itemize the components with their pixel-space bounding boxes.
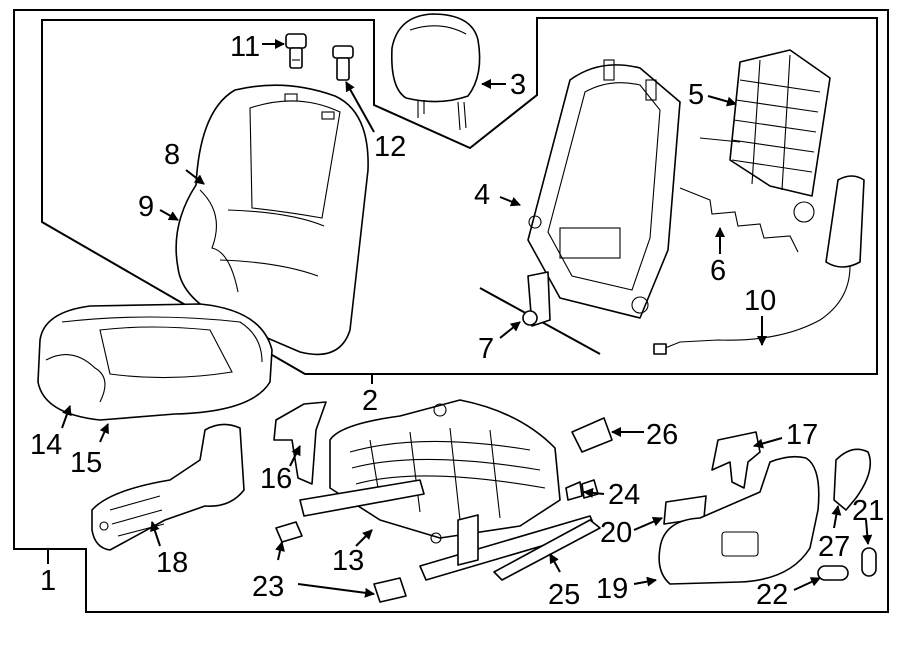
callout-17: 17 bbox=[786, 419, 818, 451]
callout-6: 6 bbox=[710, 255, 726, 287]
hinge-cover-16[interactable] bbox=[273, 401, 327, 485]
callout-10: 10 bbox=[744, 285, 776, 317]
cap-21[interactable] bbox=[861, 547, 877, 577]
outer-shield[interactable] bbox=[658, 455, 820, 585]
callout-11: 11 bbox=[230, 31, 260, 63]
headrest-guide-11[interactable] bbox=[285, 33, 307, 69]
headrest-guide-12[interactable] bbox=[332, 45, 354, 81]
bracket-17[interactable] bbox=[711, 431, 761, 489]
track-cover-25[interactable] bbox=[493, 519, 601, 581]
callout-27: 27 bbox=[818, 531, 850, 563]
callout-20: 20 bbox=[600, 517, 632, 549]
callout-24: 24 bbox=[608, 479, 640, 511]
support-wire[interactable] bbox=[679, 187, 799, 253]
callout-1: 1 bbox=[40, 565, 56, 597]
seat-cushion[interactable] bbox=[37, 303, 273, 421]
lumbar-spring-mat[interactable] bbox=[699, 49, 831, 223]
bracket-24[interactable] bbox=[565, 479, 599, 501]
callout-12: 12 bbox=[374, 131, 406, 163]
clip-23b[interactable] bbox=[373, 577, 407, 603]
callout-4: 4 bbox=[474, 179, 490, 211]
callout-14: 14 bbox=[30, 429, 62, 461]
seat-frame-track[interactable] bbox=[299, 399, 597, 581]
callout-2: 2 bbox=[362, 385, 378, 417]
lever-knob-27[interactable] bbox=[833, 448, 872, 511]
callout-15: 15 bbox=[70, 447, 102, 479]
callout-9: 9 bbox=[138, 191, 154, 223]
callout-23: 23 bbox=[252, 571, 284, 603]
side-airbag-harness[interactable] bbox=[653, 175, 865, 355]
seatback-frame[interactable] bbox=[527, 59, 681, 319]
callout-19: 19 bbox=[596, 573, 628, 605]
recliner-rod[interactable] bbox=[479, 271, 601, 355]
callout-5: 5 bbox=[688, 79, 704, 111]
callout-3: 3 bbox=[510, 69, 526, 101]
outer-frame bbox=[13, 9, 889, 613]
callout-25: 25 bbox=[548, 579, 580, 611]
callout-7: 7 bbox=[478, 333, 494, 365]
leader-lines bbox=[47, 39, 873, 598]
callout-13: 13 bbox=[332, 545, 364, 577]
inner-shield[interactable] bbox=[91, 423, 245, 551]
callout-labels: 1 2 3 4 5 6 7 8 9 10 11 12 13 14 15 16 1… bbox=[30, 31, 884, 611]
cover-26[interactable] bbox=[571, 417, 613, 453]
cap-22[interactable] bbox=[817, 565, 849, 581]
callout-18: 18 bbox=[156, 547, 188, 579]
callout-8: 8 bbox=[164, 139, 180, 171]
clip-23a[interactable] bbox=[275, 521, 303, 543]
callout-22: 22 bbox=[756, 579, 788, 611]
seatback-cover[interactable] bbox=[175, 84, 369, 356]
callout-26: 26 bbox=[646, 419, 678, 451]
callout-21: 21 bbox=[852, 495, 884, 527]
headrest-part[interactable] bbox=[390, 13, 481, 131]
callout-16: 16 bbox=[260, 463, 292, 495]
